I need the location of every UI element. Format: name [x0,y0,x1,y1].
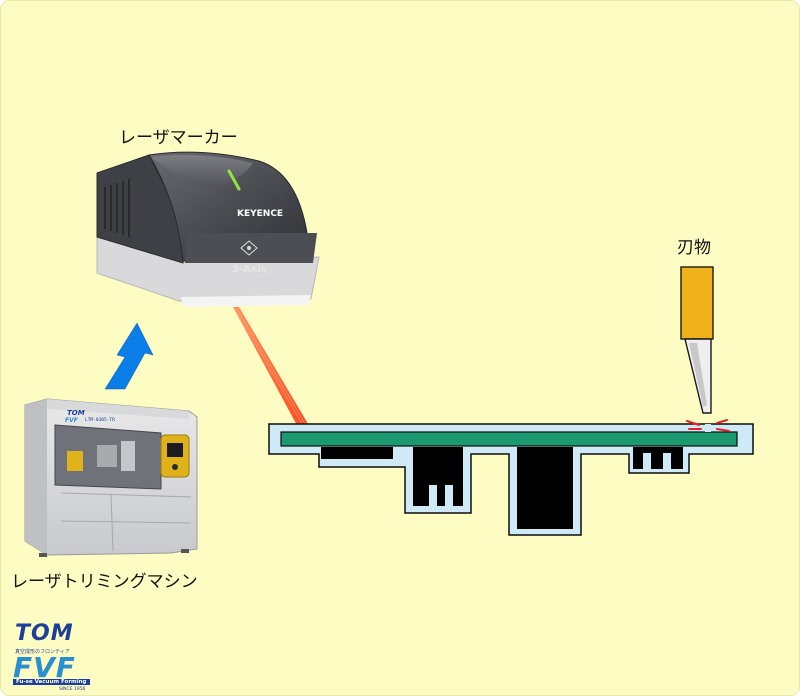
marker-model-name: 3-Axis [232,264,267,275]
trimming-machine: TOM FVF LTM-0305-TR [24,398,198,557]
control-knob-icon [172,464,178,470]
control-panel-screen [167,443,183,457]
marker-model-sub: 3-Axis CO2 LASER MARKER [229,278,273,282]
laser-marker: KEYENCE 3-Axis 3-Axis CO2 LASER MARKER [96,151,320,307]
machine-line: FVF [65,417,79,424]
component-1 [321,447,393,459]
machine-side [25,399,47,555]
logo-tom: TOM [15,621,74,646]
process-arrow-icon [104,322,154,390]
cutting-spark-icon [686,419,730,432]
status-led-icon [227,169,241,191]
logo-since: SINCE 1956 [59,687,86,692]
laser-beam-texture [234,308,308,428]
logo-subtitle: Fu-se Vacuum Forming [13,679,90,685]
keyence-emblem-icon [240,240,258,256]
trimming-machine-label: レーザトリミングマシン [11,572,198,592]
circuit-board [280,431,738,447]
blade-tool [680,266,714,414]
component-2 [413,447,463,506]
keyence-brand: KEYENCE [237,209,283,219]
machine-fixture-2 [121,441,135,471]
tom-fvf-logo: TOM 真空成形のフロンティア FVF Fu-se Vacuum Forming… [9,621,101,693]
tray-cross-section [268,423,754,536]
blade-label: 刃物 [677,238,711,258]
machine-model: LTM-0305-TR [85,417,115,423]
component-3 [517,447,573,529]
logo-fvf: FVF [13,651,76,684]
machine-top [47,399,189,419]
blade-handle [680,266,714,340]
machine-brand: TOM [67,409,85,417]
robot-arm [67,451,83,471]
laser-marker-label: レーザマーカー [119,128,238,148]
machine-fixture [97,445,117,467]
component-4 [633,447,683,469]
laser-marker-vents [104,179,130,237]
laser-marker-window [181,295,311,307]
logo-tagline: 真空成形のフロンティア [15,649,70,655]
laser-marker-top [151,155,253,187]
